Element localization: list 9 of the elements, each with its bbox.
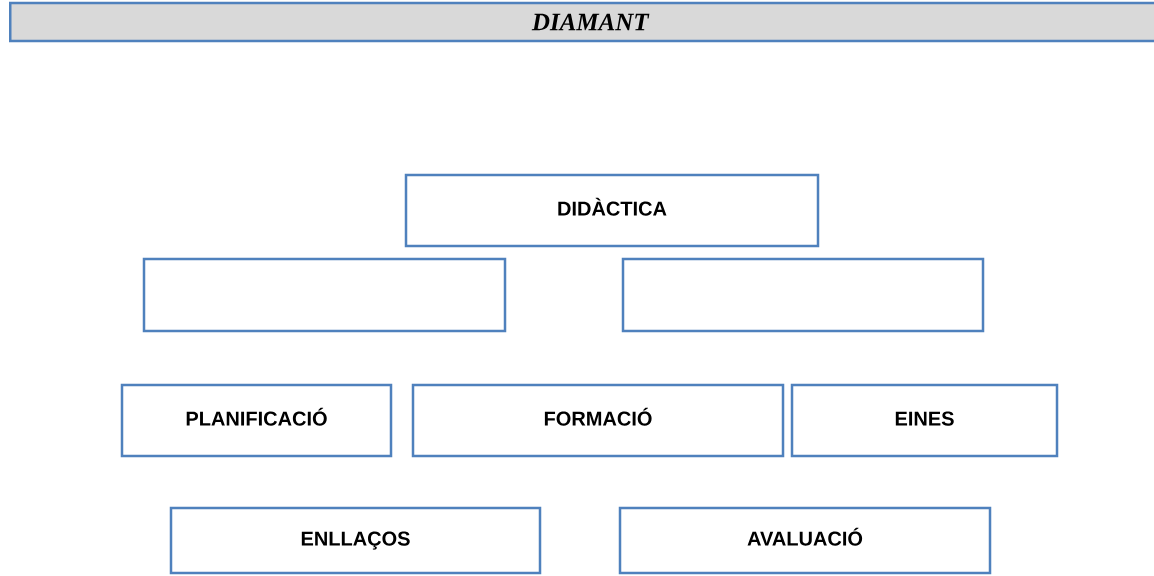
empty-box (142, 257, 507, 333)
text-box: FORMACIÓ (411, 383, 785, 458)
text-box: DIDÀCTICA (404, 173, 820, 248)
text-box: EINES (790, 383, 1059, 458)
text-box: PLANIFICACIÓ (120, 383, 393, 458)
title-bar: DIAMANT (9, 1, 1154, 43)
text-box: AVALUACIÓ (618, 506, 992, 575)
empty-box (621, 257, 985, 333)
text-box: ENLLAÇOS (169, 506, 542, 575)
